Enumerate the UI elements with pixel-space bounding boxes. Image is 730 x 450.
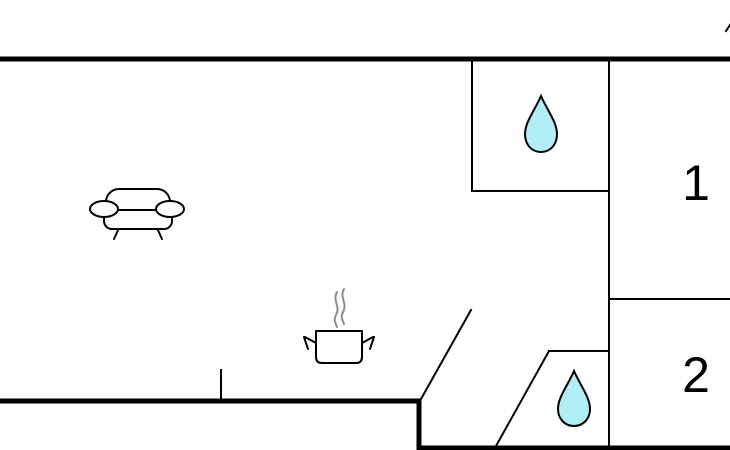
cooking-pot-icon	[303, 288, 375, 364]
sofa-icon	[89, 188, 185, 240]
water-drop-icon	[556, 368, 592, 428]
wall-diagonal	[419, 308, 473, 401]
room-label: 1	[682, 155, 710, 211]
interior-walls	[220, 23, 730, 449]
wall-bath-lower-diagonal	[494, 349, 551, 448]
corner-mark	[724, 23, 730, 33]
exterior-walls	[0, 56, 730, 450]
water-drop-icon	[523, 93, 559, 154]
room-label: 2	[682, 347, 710, 403]
